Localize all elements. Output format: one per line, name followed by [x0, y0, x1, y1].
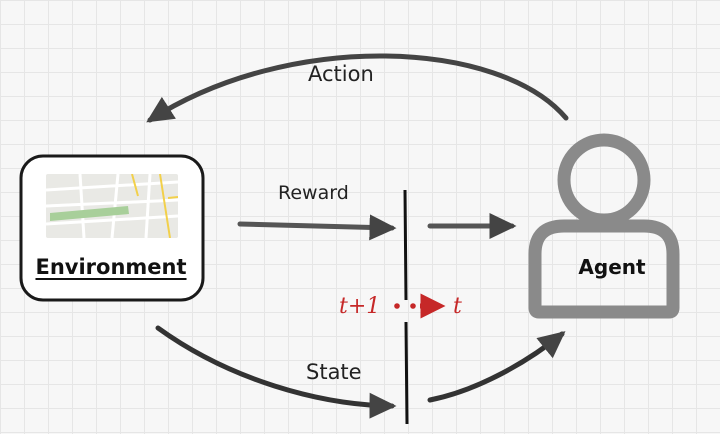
time-transition-arrow: [394, 293, 446, 319]
reward-arrow-in: [237, 214, 397, 241]
state-arrow-in: [155, 325, 397, 419]
time-next-label: t+1: [339, 294, 381, 319]
map-icon: [46, 174, 178, 238]
action-arrow: [146, 53, 569, 123]
reward-label: Reward: [278, 182, 349, 204]
time-current-label: t: [453, 294, 462, 319]
action-label: Action: [308, 62, 374, 86]
user-icon: [528, 133, 680, 319]
state-arrow-out: [427, 331, 566, 403]
environment-label: Environment: [35, 255, 187, 279]
agent-label: Agent: [578, 255, 646, 279]
state-label: State: [306, 360, 362, 384]
time-step-divider: [403, 189, 409, 425]
